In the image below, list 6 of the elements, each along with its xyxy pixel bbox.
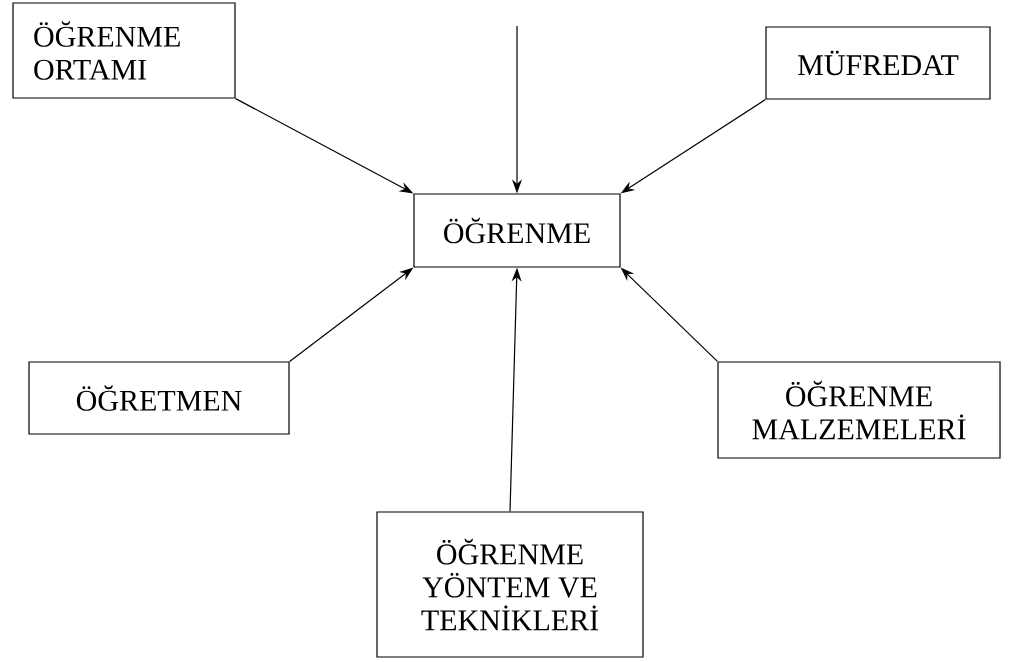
text-box: ÖĞRENME YÖNTEM VE TEKNİKLERİ <box>376 511 644 658</box>
text-box: ÖĞRENME MALZEMELERİ <box>717 361 1001 459</box>
text-box: MÜFREDAT <box>765 26 991 100</box>
text-box: ÖĞRENME <box>413 193 621 268</box>
text-box: ÖĞRENME ORTAMI <box>12 2 236 99</box>
text-box: ÖĞRETMEN <box>28 361 290 435</box>
